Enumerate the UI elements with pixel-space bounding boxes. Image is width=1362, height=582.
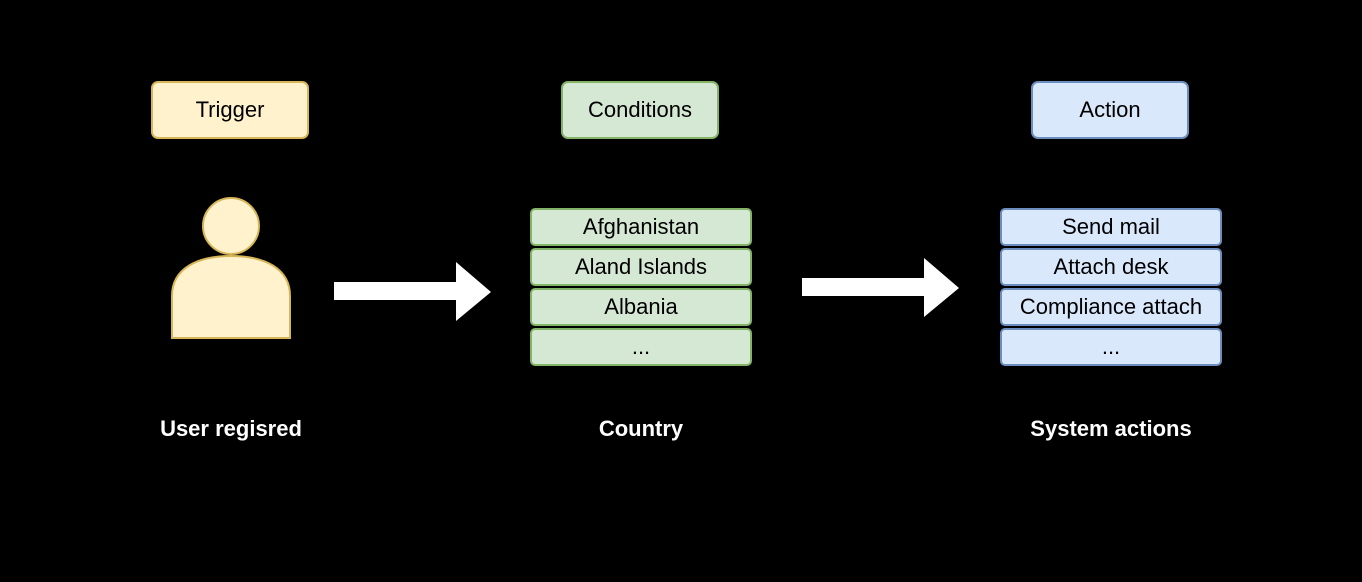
user-icon-body xyxy=(171,254,291,339)
conditions-caption: Country xyxy=(598,416,684,441)
arrow-right-icon xyxy=(334,262,491,321)
action-list: Send mail Attach desk Compliance attach … xyxy=(1000,208,1222,366)
action-header: Action xyxy=(1031,81,1189,139)
user-icon-head xyxy=(202,197,260,255)
action-item-more: ... xyxy=(1000,328,1222,366)
user-icon xyxy=(171,197,291,339)
conditions-header: Conditions xyxy=(561,81,719,139)
action-caption: System actions xyxy=(1030,416,1192,441)
conditions-list: Afghanistan Aland Islands Albania ... xyxy=(530,208,752,366)
action-item-compliance-attach: Compliance attach xyxy=(1000,288,1222,326)
action-item-send-mail: Send mail xyxy=(1000,208,1222,246)
condition-item-more: ... xyxy=(530,328,752,366)
condition-item-albania: Albania xyxy=(530,288,752,326)
arrow-right-icon xyxy=(802,258,959,317)
trigger-caption: User regisred xyxy=(160,416,302,441)
condition-item-afghanistan: Afghanistan xyxy=(530,208,752,246)
condition-item-aland-islands: Aland Islands xyxy=(530,248,752,286)
trigger-header: Trigger xyxy=(151,81,309,139)
action-item-attach-desk: Attach desk xyxy=(1000,248,1222,286)
